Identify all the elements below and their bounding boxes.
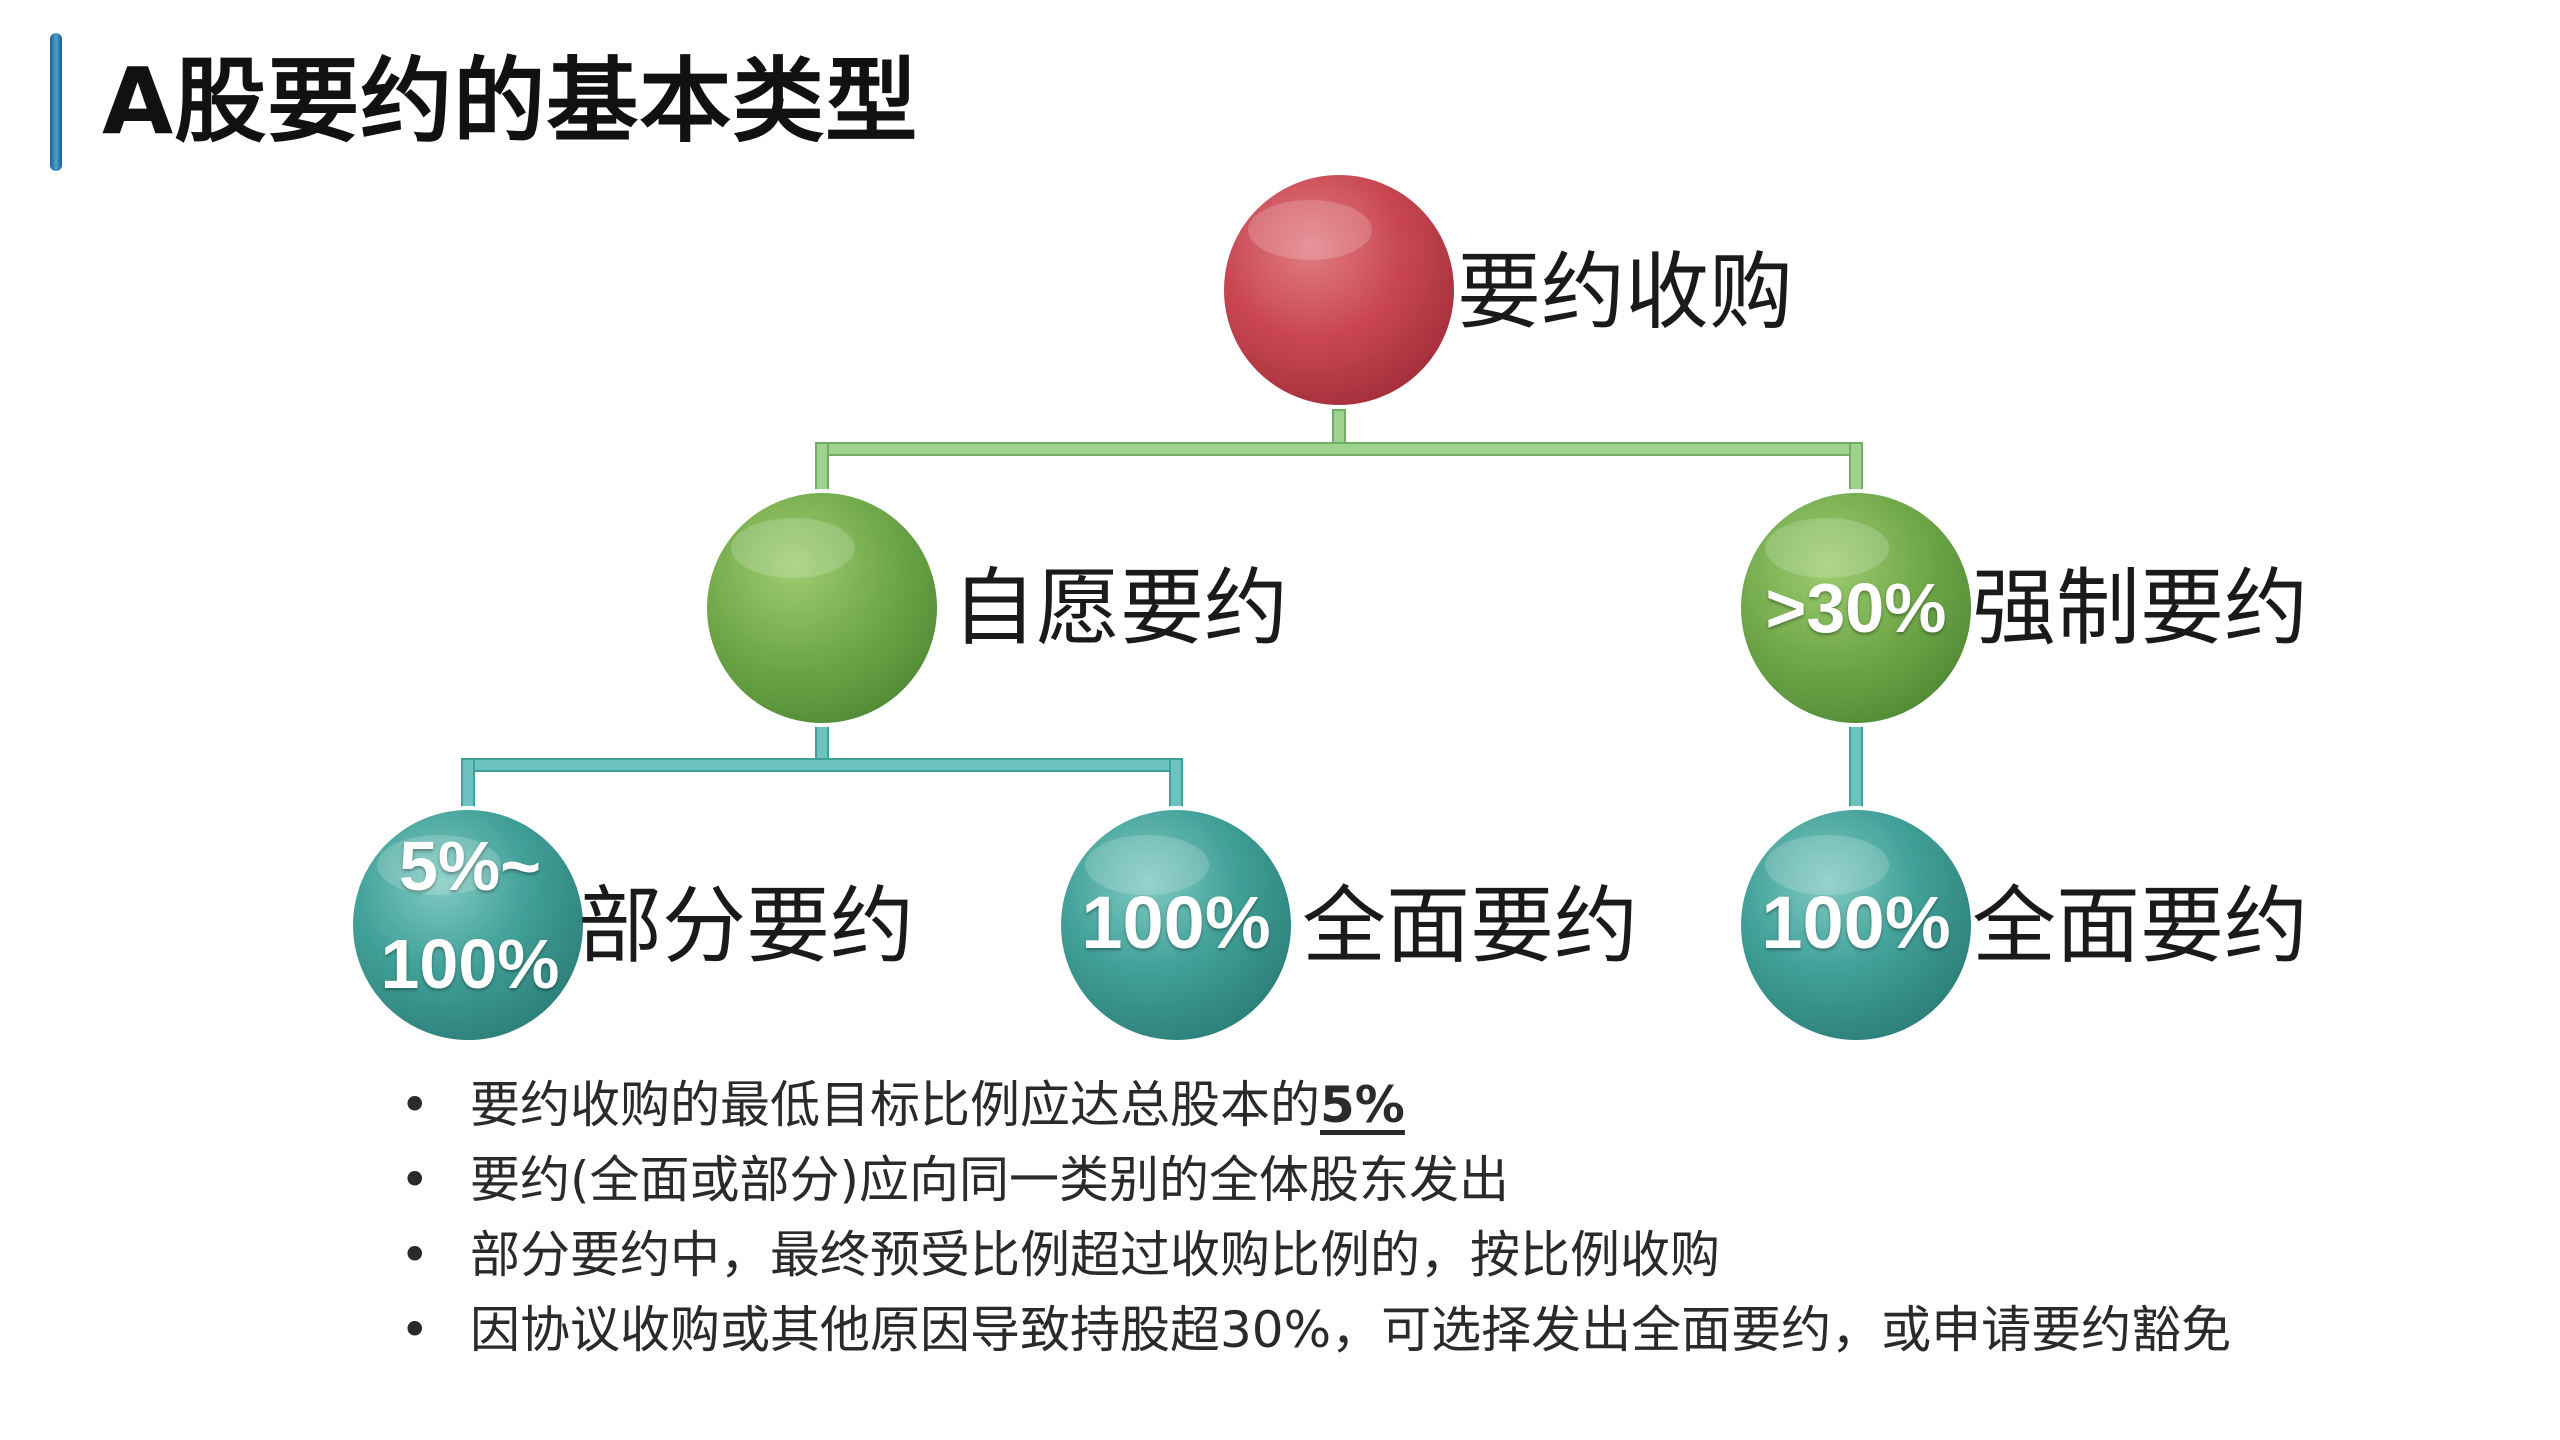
voluntary-label: 自愿要约: [952, 559, 1289, 657]
root-circle: [1220, 171, 1458, 409]
list-item: • 要约收购的最低目标比例应达总股本的5%: [400, 1068, 2231, 1143]
voluntary-full-gloss: [1085, 835, 1209, 895]
mandatory-full-label: 全面要约: [1972, 877, 2309, 975]
partial-circle: [349, 806, 587, 1044]
voluntary-circle: [703, 489, 941, 727]
voluntary-full-label: 全面要约: [1302, 877, 1639, 975]
partial-range-line2: 100%: [380, 925, 560, 1003]
bullet-text: 部分要约中，最终预受比例超过收购比例的，按比例收购: [470, 1226, 1720, 1284]
mandatory-label: 强制要约: [1972, 559, 2309, 657]
bullet-marker: •: [400, 1151, 430, 1209]
mandatory-circle: [1737, 489, 1975, 727]
mandatory-full-percent-text: 100%: [1761, 881, 1951, 964]
connectors-lower: [461, 724, 1863, 811]
page-title: A股要约的基本类型: [102, 48, 919, 155]
connector-upper-horizontal: [815, 442, 1863, 456]
voluntary-full-circle: [1057, 806, 1295, 1044]
list-item: • 部分要约中，最终预受比例超过收购比例的，按比例收购: [400, 1218, 2231, 1293]
mandatory-full-gloss: [1765, 835, 1889, 895]
root-label: 要约收购: [1457, 243, 1794, 341]
connector-lower-horizontal: [461, 758, 1183, 772]
connector-voluntary-full-drop: [1169, 758, 1183, 810]
connectors-upper: [815, 409, 1863, 494]
bullet-emphasis: 5%: [1320, 1076, 1405, 1134]
bullet-list: • 要约收购的最低目标比例应达总股本的5% • 要约(全面或部分)应向同一类别的…: [400, 1068, 2231, 1368]
partial-gloss: [377, 835, 501, 895]
partial-range-line1: 5%~: [398, 827, 542, 905]
voluntary-gloss: [731, 518, 855, 578]
mandatory-gloss: [1765, 518, 1889, 578]
connector-mandatory-drop: [1849, 442, 1863, 494]
title-accent-bar: [50, 33, 62, 171]
mandatory-full-circle: [1737, 806, 1975, 1044]
bullet-marker: •: [400, 1226, 430, 1284]
partial-label: 部分要约: [578, 877, 915, 975]
list-item: • 因协议收购或其他原因导致持股超30%，可选择发出全面要约，或申请要约豁免: [400, 1293, 2231, 1368]
bullet-text: 要约收购的最低目标比例应达总股本的: [470, 1076, 1320, 1134]
bullet-marker: •: [400, 1301, 430, 1359]
mandatory-threshold-text: >30%: [1765, 569, 1947, 647]
bullet-text: 要约(全面或部分)应向同一类别的全体股东发出: [470, 1151, 1510, 1209]
bullet-marker: •: [400, 1076, 430, 1134]
connector-mandatory-stem: [1849, 724, 1863, 811]
bullet-text: 因协议收购或其他原因导致持股超30%，可选择发出全面要约，或申请要约豁免: [470, 1301, 2232, 1359]
connector-partial-drop: [461, 758, 475, 810]
connector-voluntary-drop: [815, 442, 829, 494]
voluntary-full-percent-text: 100%: [1081, 881, 1271, 964]
root-gloss: [1248, 200, 1372, 260]
list-item: • 要约(全面或部分)应向同一类别的全体股东发出: [400, 1143, 2231, 1218]
